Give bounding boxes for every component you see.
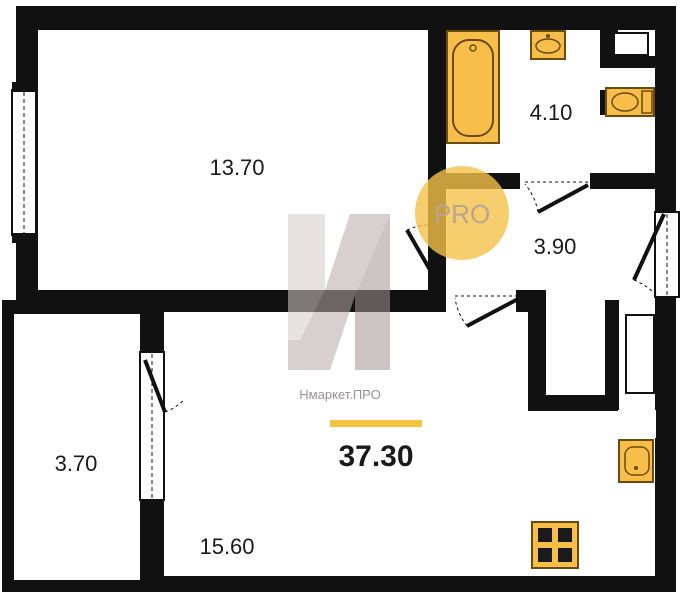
watermark-site-text: Нмаркет.ПРО bbox=[299, 387, 380, 402]
toilet-icon bbox=[605, 87, 655, 117]
pro-badge-text: PRO bbox=[434, 199, 490, 229]
total-area: 37.30 bbox=[338, 440, 413, 473]
room-area-hall: 3.90 bbox=[534, 234, 577, 259]
stove-icon bbox=[531, 521, 579, 569]
bathtub-icon bbox=[446, 30, 500, 144]
room-area-balcony: 3.70 bbox=[55, 451, 98, 476]
doors bbox=[143, 181, 666, 413]
windows bbox=[11, 82, 680, 501]
pro-badge: PRO bbox=[415, 166, 509, 260]
kitchen-sink-icon bbox=[618, 439, 654, 483]
bathroom-sink-icon bbox=[530, 30, 566, 60]
total-area-accent-bar bbox=[330, 420, 422, 427]
room-area-bathroom: 4.10 bbox=[530, 100, 573, 125]
room-area-kitchen: 15.60 bbox=[199, 534, 254, 559]
watermark-logo bbox=[288, 214, 390, 370]
room-area-living: 13.70 bbox=[209, 155, 264, 180]
